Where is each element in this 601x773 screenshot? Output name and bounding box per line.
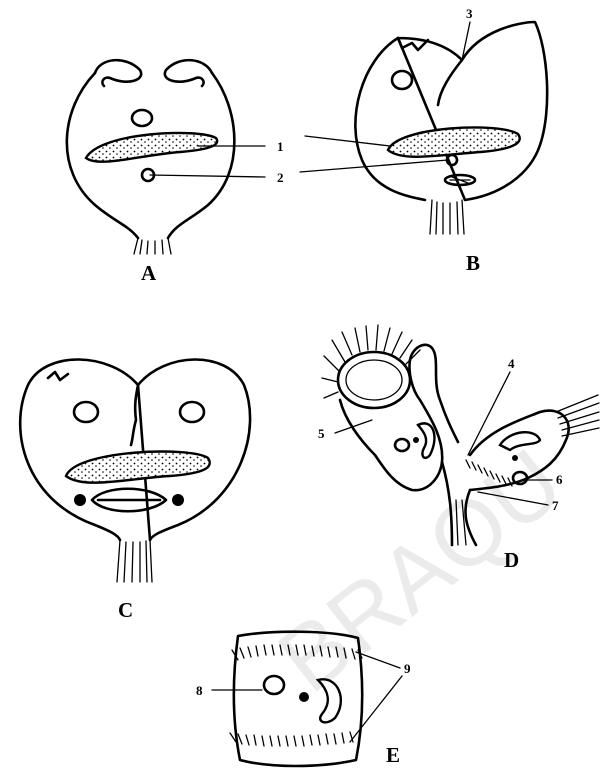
leader-2-a [150, 175, 265, 177]
panel-c-notch [48, 372, 68, 380]
panel-c-body-outline [20, 359, 250, 540]
label-6: 6 [556, 472, 563, 487]
panel-a-label: A [141, 261, 157, 285]
panel-a-micronucleus-top [132, 110, 152, 126]
panel-d-label: D [504, 548, 519, 572]
panel-c-stalk [117, 540, 152, 582]
leader-9-bottom [350, 676, 402, 742]
panel-c-micronucleus-dot-left [74, 494, 86, 506]
panel-c-vacuole [92, 489, 166, 512]
panel-a-cell [67, 60, 235, 254]
panel-c-label: C [118, 598, 133, 622]
panel-b-micronucleus-top [392, 71, 412, 89]
panel-d-left-dot [413, 437, 419, 443]
panel-a-stalk [134, 238, 171, 254]
leader-1-b [305, 136, 390, 146]
panel-c-micronucleus-dot-right [172, 494, 184, 506]
panel-e-cilia-band-bottom [230, 732, 353, 746]
panel-e-dot [299, 692, 309, 702]
panel-e-label: E [386, 743, 400, 767]
panel-b-label: B [466, 251, 480, 275]
label-5: 5 [318, 426, 325, 441]
panel-c-micronucleus-right [180, 402, 204, 422]
label-2: 2 [277, 170, 284, 185]
label-4: 4 [508, 356, 515, 371]
panel-c-micronucleus-left [74, 402, 98, 422]
label-9: 9 [404, 661, 411, 676]
panel-c-division-furrow [131, 385, 138, 445]
label-7: 7 [552, 498, 559, 513]
label-1: 1 [277, 139, 284, 154]
panel-c-cell [20, 359, 250, 582]
panel-b-division-furrow [438, 60, 462, 105]
label-3: 3 [466, 6, 473, 21]
panel-b-cell [355, 22, 547, 234]
panel-b-body-outline [355, 22, 547, 200]
panel-a-oral-groove [95, 60, 212, 86]
panel-b-stalk [430, 200, 464, 234]
leader-2-b [300, 160, 448, 172]
panel-d-left-micronucleus [395, 439, 409, 451]
panel-d-cilia-crown [322, 325, 420, 398]
watermark: BRAQU [260, 430, 581, 712]
panel-d-right-dot [512, 455, 518, 461]
panel-e-micronucleus [264, 676, 284, 694]
panel-d-left-macronucleus [418, 423, 434, 458]
watermark-text: BRAQU [260, 430, 581, 712]
label-8: 8 [196, 683, 203, 698]
